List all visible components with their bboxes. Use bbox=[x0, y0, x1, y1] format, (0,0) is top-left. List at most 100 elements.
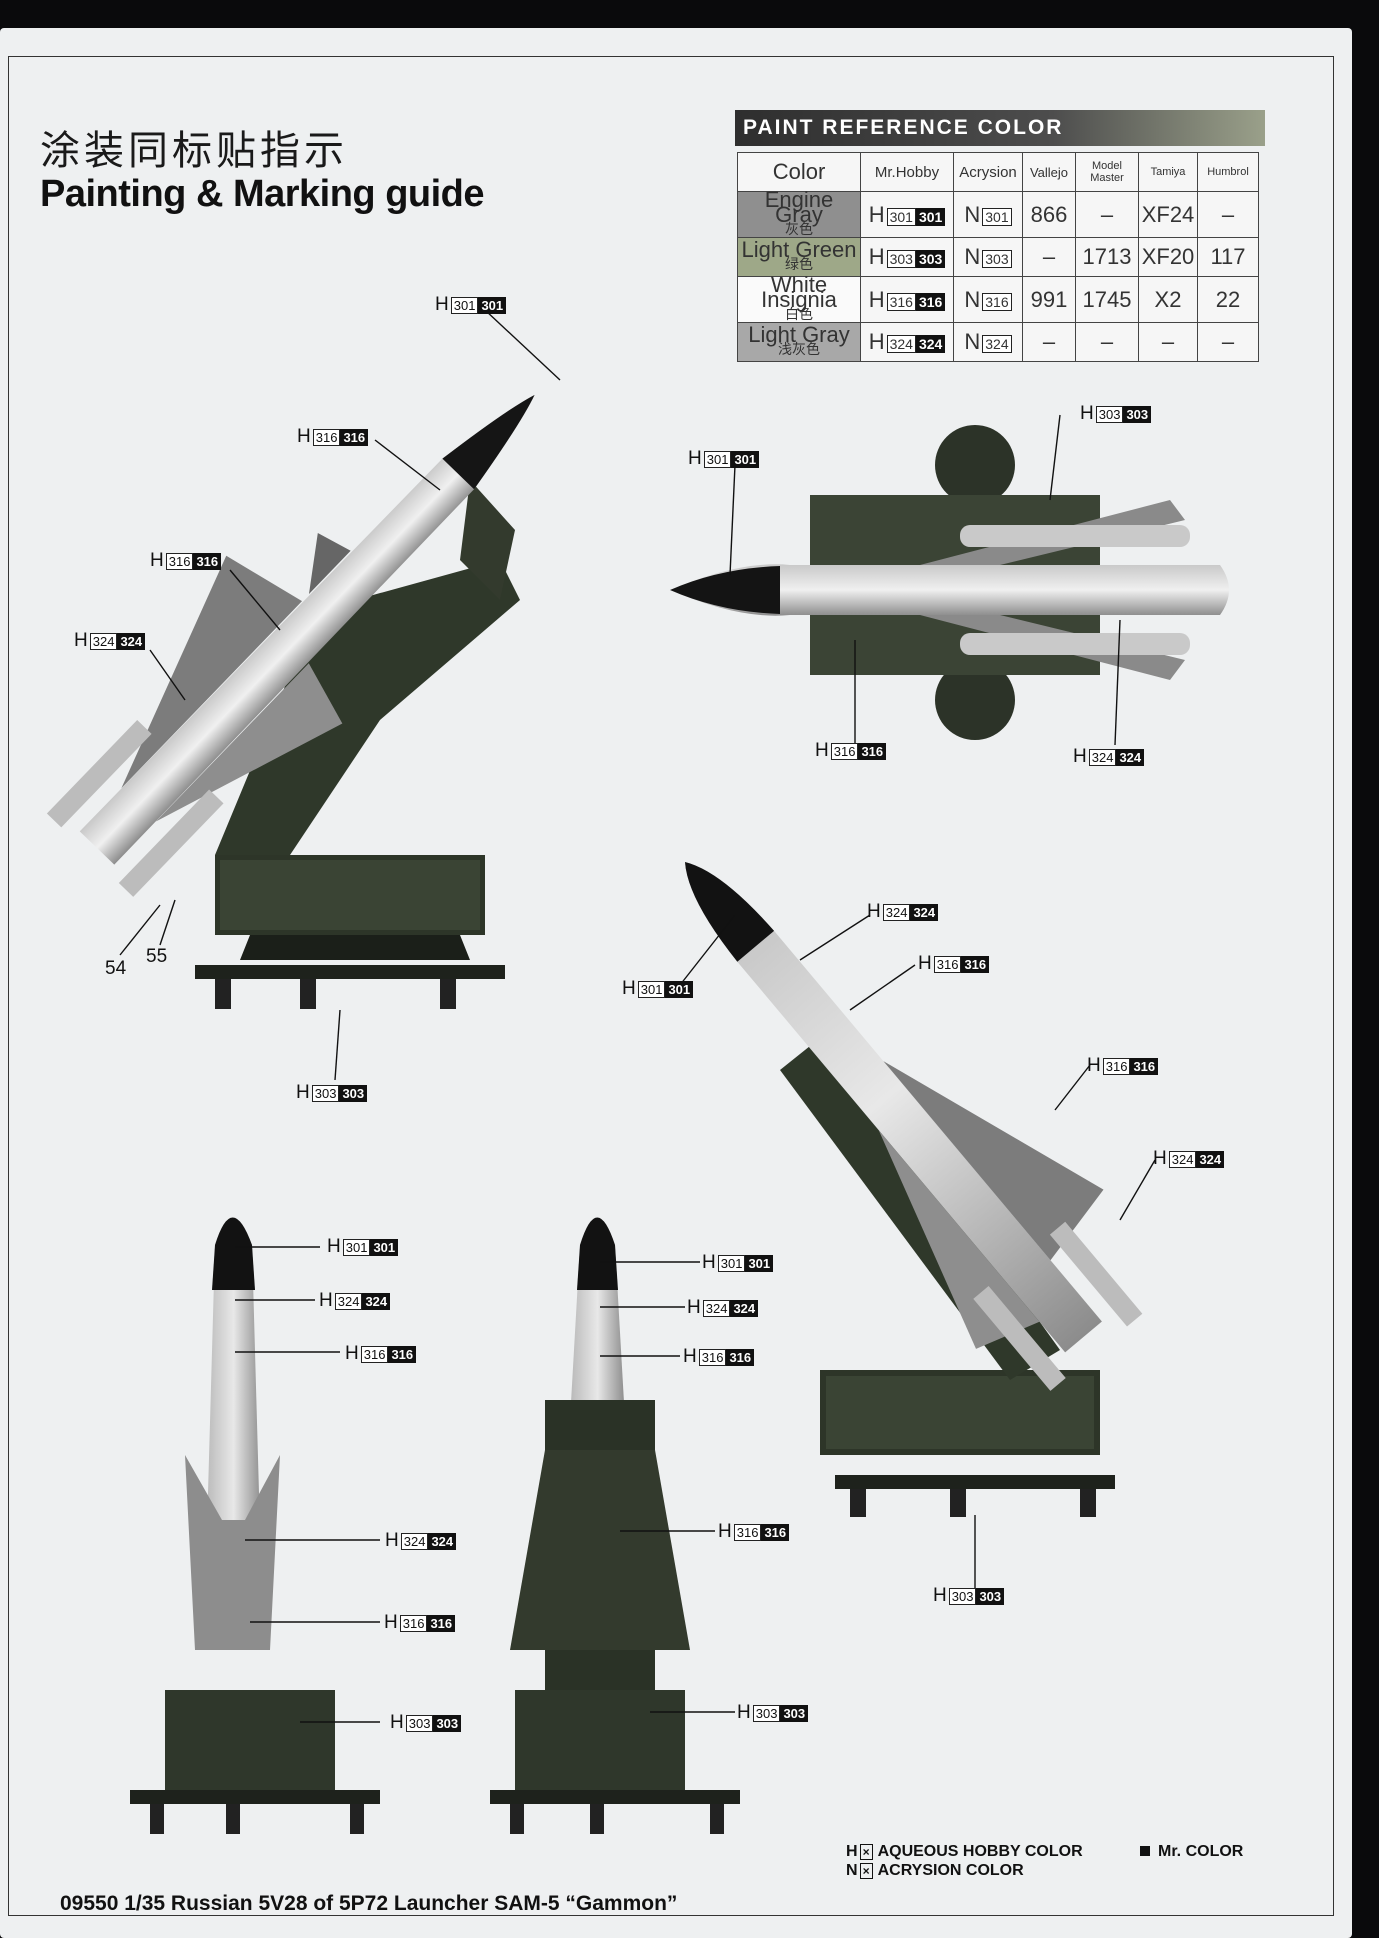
table-header-row: Color Mr.Hobby Acrysion Vallejo Model Ma… bbox=[737, 152, 1259, 192]
vallejo-cell: 991 bbox=[1022, 276, 1076, 323]
color-name: Light Green bbox=[741, 237, 857, 262]
column-header: Tamiya bbox=[1138, 152, 1198, 192]
h-prefix: H bbox=[868, 286, 885, 312]
acrysion-code: 301 bbox=[982, 207, 1012, 226]
model-master-cell: 1713 bbox=[1075, 237, 1139, 277]
model-master-cell: 1745 bbox=[1075, 276, 1139, 323]
part-number: 55 bbox=[146, 946, 168, 967]
color-name: White Insignia bbox=[761, 272, 837, 312]
h-prefix: H bbox=[868, 329, 885, 354]
legend-n: N×ACRYSION COLOR bbox=[846, 1862, 1024, 1879]
paint-reference-table: Color Mr.Hobby Acrysion Vallejo Model Ma… bbox=[737, 152, 1259, 362]
color-name-cn: 浅灰色 bbox=[778, 341, 820, 357]
n-prefix: N bbox=[964, 286, 981, 312]
n-prefix: N bbox=[964, 201, 981, 227]
page-title-chinese: 涂装同标贴指示 bbox=[40, 128, 348, 174]
tamiya-cell: XF20 bbox=[1138, 237, 1198, 277]
column-header: Humbrol bbox=[1197, 152, 1259, 192]
column-header: Model Master bbox=[1075, 152, 1139, 192]
vallejo-cell: – bbox=[1022, 237, 1076, 277]
n-prefix: N bbox=[964, 329, 981, 354]
n-prefix: N bbox=[964, 244, 981, 269]
model-master-cell: – bbox=[1075, 322, 1139, 362]
column-header: Acrysion bbox=[953, 152, 1023, 192]
humbrol-cell: – bbox=[1197, 322, 1259, 362]
color-name-cn: 白色 bbox=[785, 306, 813, 322]
launcher-side-view-left bbox=[46, 394, 535, 1009]
h-prefix: H bbox=[868, 201, 885, 227]
aqueous-code: 316 bbox=[886, 292, 916, 311]
part-number: 54 bbox=[105, 958, 127, 979]
color-name: Engine Gray bbox=[764, 187, 834, 227]
acrysion-code: 316 bbox=[982, 292, 1012, 311]
mr-color-code: 324 bbox=[915, 335, 946, 353]
column-header: Color bbox=[737, 152, 861, 192]
vallejo-cell: – bbox=[1022, 322, 1076, 362]
aqueous-code: 301 bbox=[886, 207, 916, 226]
launcher-top-view bbox=[670, 425, 1229, 740]
humbrol-cell: – bbox=[1197, 191, 1259, 238]
color-name-cn: 绿色 bbox=[785, 256, 813, 272]
page-title: Painting & Marking guide bbox=[40, 173, 485, 215]
acrysion-code: 324 bbox=[982, 335, 1012, 353]
tamiya-cell: XF24 bbox=[1138, 191, 1198, 238]
legend-h: H×AQUEOUS HOBBY COLOR bbox=[846, 1843, 1083, 1860]
launcher-side-view-right bbox=[685, 862, 1143, 1517]
humbrol-cell: 117 bbox=[1197, 237, 1259, 277]
legend-mr-color: Mr. COLOR bbox=[1140, 1843, 1243, 1861]
tamiya-cell: – bbox=[1138, 322, 1198, 362]
h-prefix: H bbox=[868, 244, 885, 269]
launcher-front-view-b bbox=[490, 1217, 740, 1834]
paint-reference-header: PAINT REFERENCE COLOR bbox=[735, 110, 1265, 146]
page-frame bbox=[8, 56, 1334, 1916]
mr-color-code: 316 bbox=[915, 292, 946, 311]
aqueous-code: 303 bbox=[886, 250, 916, 268]
mr-color-code: 303 bbox=[915, 250, 946, 268]
callout-leader-lines bbox=[119, 309, 1156, 1723]
color-name: Light Gray bbox=[748, 322, 850, 347]
launcher-front-view-a bbox=[130, 1217, 380, 1834]
footer-product-title: 09550 1/35 Russian 5V28 of 5P72 Launcher… bbox=[60, 1892, 678, 1915]
aqueous-code: 324 bbox=[886, 335, 916, 353]
color-name-cn: 灰色 bbox=[785, 221, 813, 237]
